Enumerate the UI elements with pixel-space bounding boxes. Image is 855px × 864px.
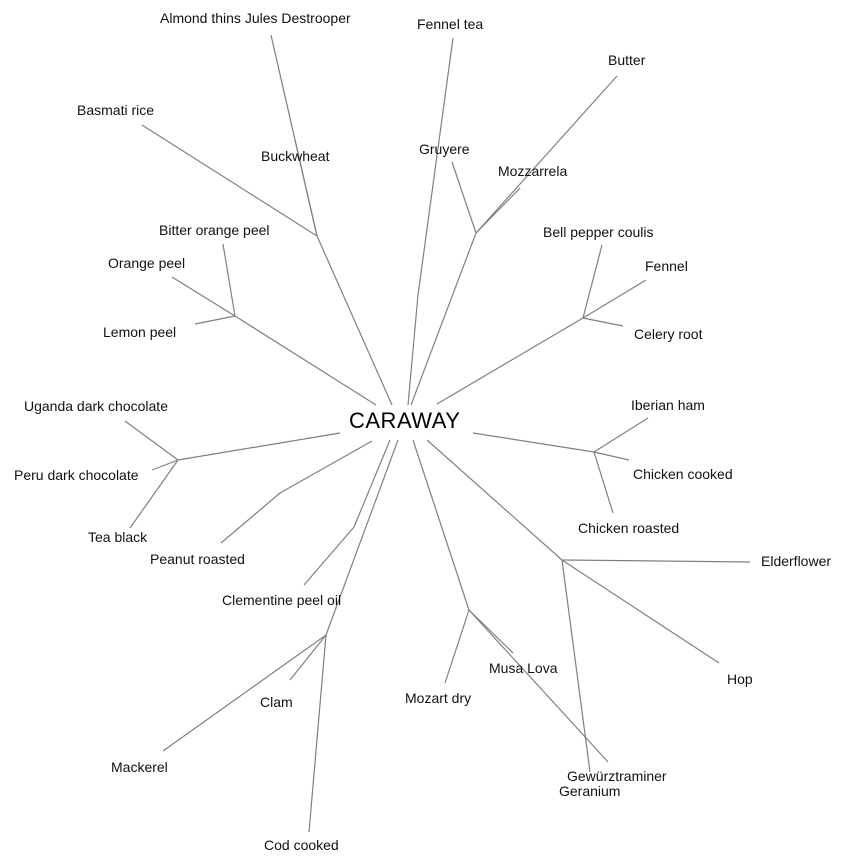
leaf-label: Musa Lova (489, 660, 558, 676)
edge (561, 559, 591, 773)
leaf-label: Gewürztraminer (567, 768, 667, 784)
leaf-label: Cod cooked (264, 837, 339, 853)
leaf-label: Buckwheat (261, 148, 330, 164)
edge (279, 440, 373, 494)
leaf-label: Bell pepper coulis (543, 224, 654, 240)
edge (475, 187, 521, 234)
leaf-label: Mozzarrela (498, 163, 568, 179)
edge (194, 315, 236, 325)
edge (325, 439, 399, 636)
leaf-label: Geranium (559, 783, 621, 799)
leaf-label: Peru dark chocolate (14, 467, 139, 483)
edge (289, 634, 327, 681)
edge (222, 243, 236, 317)
edge (177, 432, 341, 461)
leaf-label: Chicken cooked (633, 466, 733, 482)
leaf-label: Tea black (88, 529, 148, 545)
edge (593, 451, 614, 514)
edge (472, 432, 595, 453)
edge (407, 294, 419, 406)
edge (468, 609, 609, 763)
leaf-label: Lemon peel (103, 324, 177, 340)
edge (593, 451, 630, 461)
edge (308, 634, 327, 833)
edge (582, 317, 624, 327)
leaf-label: Mozart dry (405, 690, 472, 706)
edge (141, 124, 318, 237)
leaf-label: Clementine peel oil (222, 592, 342, 608)
edge (582, 244, 603, 319)
leaf-label: Fennel tea (417, 16, 484, 32)
edge (444, 609, 470, 684)
leaf-label: Elderflower (761, 553, 832, 569)
leaf-label: Celery root (634, 326, 703, 342)
leaf-label: Mackerel (111, 759, 168, 775)
edge (151, 459, 179, 471)
leaf-label: Fennel (645, 258, 688, 274)
edge (561, 559, 751, 563)
leaf-label: Hop (727, 671, 753, 687)
edge (561, 559, 720, 664)
leaf-label: Peanut roasted (150, 551, 245, 567)
edge (162, 634, 327, 752)
edge (171, 276, 236, 317)
leaf-label: Iberian ham (631, 397, 705, 413)
edge (582, 279, 647, 319)
edge (451, 161, 477, 234)
edge (412, 439, 470, 611)
edge (294, 139, 318, 237)
edge (353, 439, 391, 528)
edge (220, 492, 281, 544)
leaf-label: Uganda dark chocolate (24, 398, 168, 414)
leaf-label: Bitter orange peel (159, 222, 270, 238)
edge (417, 37, 454, 296)
edge (475, 75, 618, 234)
leaf-label: Chicken roasted (578, 520, 680, 536)
edge (593, 417, 649, 453)
leaf-label: Almond thins Jules Destrooper (160, 10, 351, 26)
edge (410, 232, 477, 406)
leaf-label: Butter (608, 52, 646, 68)
leaf-label: Basmati rice (77, 102, 155, 118)
edge (234, 315, 377, 406)
leaf-label: Orange peel (108, 255, 186, 271)
edge (129, 459, 179, 529)
edge (426, 439, 563, 561)
edge (303, 526, 355, 586)
center-node-label: CARAWAY (349, 408, 461, 433)
edge (436, 317, 584, 405)
leaf-label: Clam (260, 694, 293, 710)
edge (124, 420, 179, 461)
edge (316, 235, 393, 406)
leaf-label: Gruyere (419, 141, 470, 157)
